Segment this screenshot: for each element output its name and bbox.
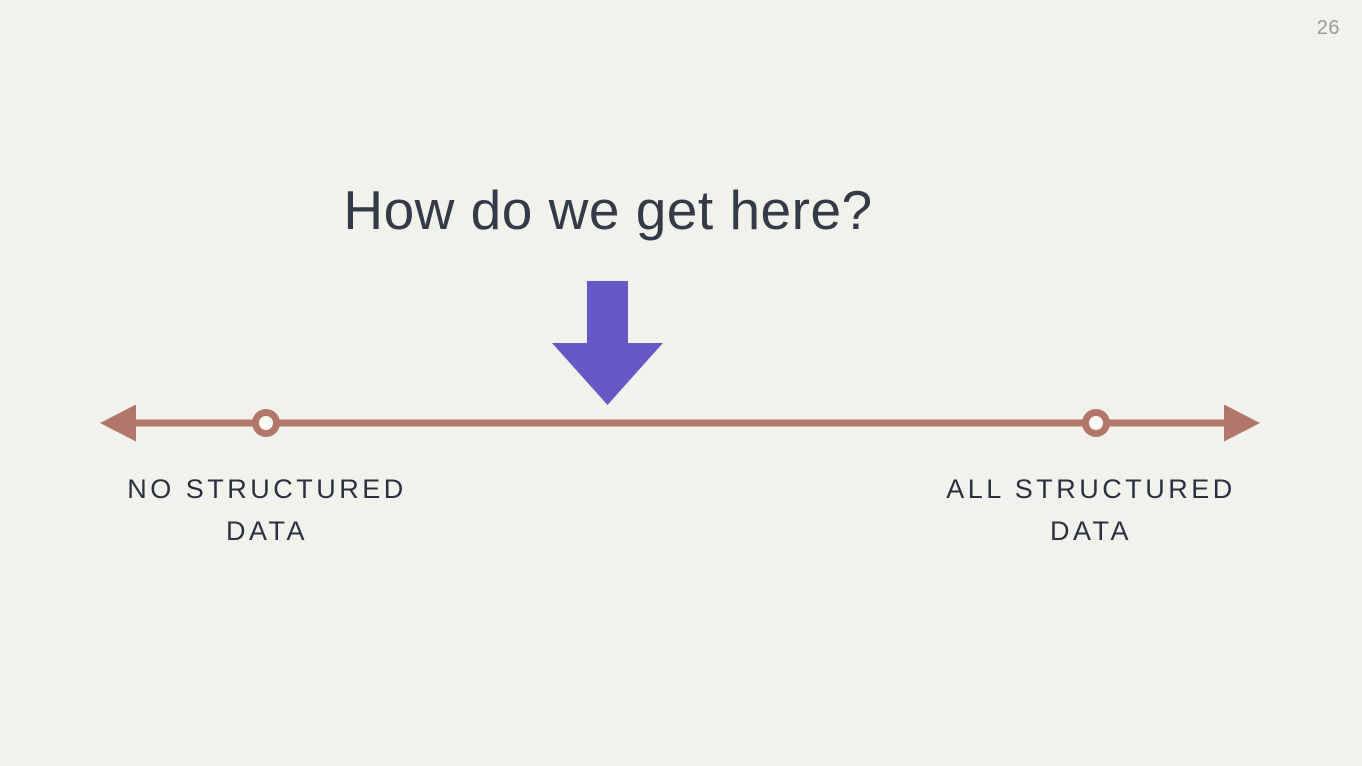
- label-all-structured-data: ALL STRUCTURED DATA: [923, 468, 1259, 552]
- label-line: DATA: [1049, 516, 1132, 546]
- page-number: 26: [1316, 17, 1340, 39]
- left-arrowhead-icon: [100, 404, 136, 442]
- right-marker-circle: [1082, 409, 1110, 437]
- down-arrow-icon: [552, 281, 663, 405]
- label-line: NO STRUCTURED: [127, 474, 407, 504]
- right-arrowhead-icon: [1224, 404, 1260, 442]
- slide-title: How do we get here?: [343, 179, 873, 241]
- label-no-structured-data: NO STRUCTURED DATA: [99, 468, 435, 552]
- label-line: ALL STRUCTURED: [946, 474, 1236, 504]
- label-line: DATA: [225, 516, 308, 546]
- spectrum-axis: [100, 404, 1260, 442]
- left-marker-circle: [252, 409, 280, 437]
